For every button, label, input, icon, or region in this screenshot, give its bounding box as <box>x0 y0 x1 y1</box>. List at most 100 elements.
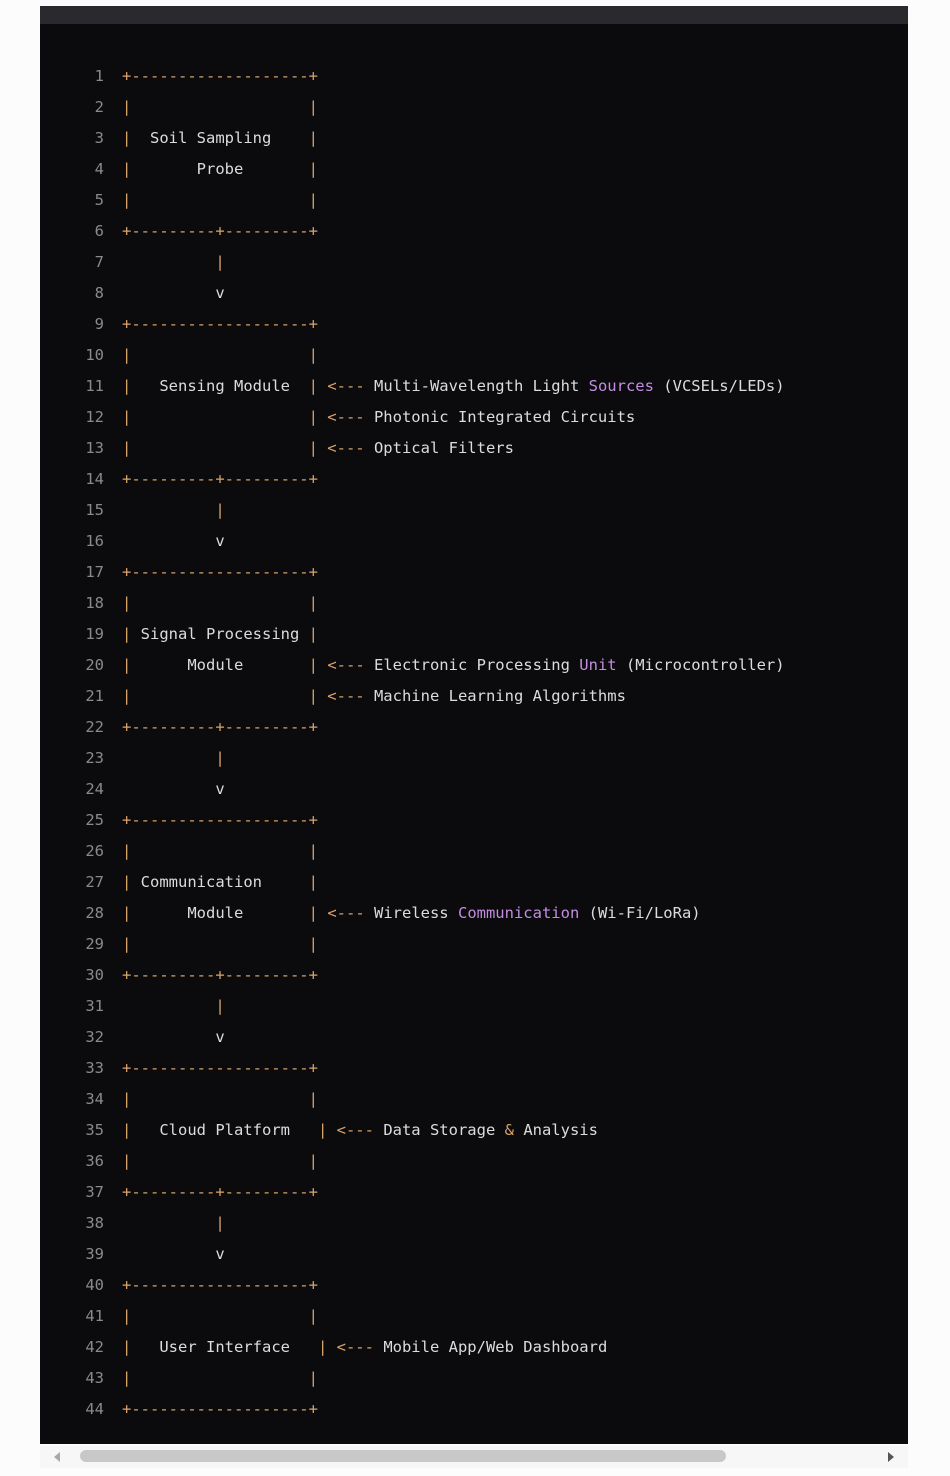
code-token: +-------------------+ <box>122 315 318 333</box>
line-number: 11 <box>85 377 104 395</box>
code-token: v <box>122 1245 225 1263</box>
code-block-header <box>40 6 908 24</box>
code-token: +---------+---------+ <box>122 470 318 488</box>
line-number: 41 <box>85 1307 104 1325</box>
line-number: 16 <box>85 532 104 550</box>
code-token: +---------+---------+ <box>122 222 318 240</box>
code-token: Cloud Platform <box>131 1121 318 1139</box>
code-token: | | <--- <box>122 439 365 457</box>
code-token: Machine Learning Algorithms <box>364 687 626 705</box>
line-number: 1 <box>94 67 104 85</box>
highlighted-token: Communication <box>457 904 580 922</box>
line-number: 15 <box>85 501 104 519</box>
code-token: | <box>122 501 225 519</box>
line-number: 43 <box>85 1369 104 1387</box>
code-text: v <box>122 531 224 551</box>
line-number: 39 <box>85 1245 104 1263</box>
code-text: +-------------------+ <box>122 1399 318 1419</box>
scroll-right-arrow-icon[interactable] <box>888 1452 894 1462</box>
code-text: | <box>122 1213 225 1233</box>
code-text: | | <box>122 1368 318 1388</box>
code-token: | <--- <box>317 1121 374 1139</box>
code-text: | | <box>122 1089 318 1109</box>
code-token: | | <box>122 1152 318 1170</box>
line-number: 31 <box>85 997 104 1015</box>
code-token: | <box>122 1121 132 1139</box>
code-token: | <box>308 129 318 147</box>
code-token: | <box>122 873 132 891</box>
code-text: | | <box>122 934 318 954</box>
line-number: 34 <box>85 1090 104 1108</box>
code-text: | Soil Sampling | <box>122 128 318 148</box>
scrollbar-thumb[interactable] <box>80 1450 726 1462</box>
line-number: 36 <box>85 1152 104 1170</box>
code-token: Communication <box>131 873 309 891</box>
code-token: +-------------------+ <box>122 1276 318 1294</box>
code-token: | | <box>122 98 318 116</box>
code-token: | <box>308 160 318 178</box>
code-text: +-------------------+ <box>122 314 318 334</box>
line-number: 32 <box>85 1028 104 1046</box>
code-text: | | <--- Machine Learning Algorithms <box>122 686 626 706</box>
code-token: v <box>122 284 225 302</box>
code-block: 1+-------------------+2| |3| Soil Sampli… <box>40 6 908 1444</box>
code-text: | | <box>122 1151 318 1171</box>
code-token: Module <box>131 656 309 674</box>
code-token: +-------------------+ <box>122 1400 318 1418</box>
line-number: 22 <box>85 718 104 736</box>
code-token: User Interface <box>131 1338 318 1356</box>
code-text: v <box>122 1027 224 1047</box>
code-text: +---------+---------+ <box>122 221 318 241</box>
code-text: | Module | <--- Wireless Communication (… <box>122 903 701 923</box>
scroll-left-arrow-icon[interactable] <box>54 1452 60 1462</box>
code-token: | | <box>122 935 318 953</box>
code-token: | <box>122 656 132 674</box>
code-text: v <box>122 283 225 303</box>
code-text: | | <box>122 1306 318 1326</box>
line-number: 27 <box>85 873 104 891</box>
line-number: 21 <box>85 687 104 705</box>
code-token: | <--- <box>317 1338 374 1356</box>
code-token: | | <box>122 346 318 364</box>
code-token: | <box>122 1338 132 1356</box>
line-number: 13 <box>85 439 104 457</box>
code-text: | | <box>122 841 318 861</box>
code-token: +-------------------+ <box>122 811 318 829</box>
line-number: 7 <box>94 253 104 271</box>
code-token: | <--- <box>308 656 365 674</box>
line-number: 28 <box>85 904 104 922</box>
code-lines: 1+-------------------+2| |3| Soil Sampli… <box>40 6 908 1444</box>
line-number: 24 <box>85 780 104 798</box>
code-text: | Sensing Module | <--- Multi-Wavelength… <box>122 376 785 396</box>
code-token: Electronic Processing <box>364 656 580 674</box>
code-token: Photonic Integrated Circuits <box>364 408 636 426</box>
code-text: | Communication | <box>122 872 318 892</box>
code-token: Wireless <box>364 904 458 922</box>
code-text: | | <box>122 190 318 210</box>
code-text: +---------+---------+ <box>122 965 318 985</box>
code-token: | <--- <box>308 904 365 922</box>
line-number: 35 <box>85 1121 104 1139</box>
code-token: Signal Processing <box>131 625 309 643</box>
code-token: | | <box>122 1090 318 1108</box>
line-number: 2 <box>94 98 104 116</box>
code-token: | | <--- <box>122 408 365 426</box>
code-token: Data Storage <box>373 1121 505 1139</box>
code-token: +---------+---------+ <box>122 1183 318 1201</box>
code-text: +-------------------+ <box>122 562 318 582</box>
code-token: +---------+---------+ <box>122 966 318 984</box>
code-token: | <box>308 873 318 891</box>
line-number: 33 <box>85 1059 104 1077</box>
horizontal-scrollbar[interactable] <box>40 1446 908 1468</box>
code-text: | <box>122 252 224 272</box>
code-token: | <box>122 1214 225 1232</box>
code-token: | | <box>122 842 318 860</box>
code-token: Mobile App/Web Dashboard <box>373 1338 608 1356</box>
highlighted-token: Unit <box>579 656 617 674</box>
code-token: | <box>122 749 225 767</box>
code-token: Sensing Module <box>131 377 309 395</box>
line-number: 5 <box>94 191 104 209</box>
code-token: & <box>504 1121 514 1139</box>
code-token: +-------------------+ <box>122 563 318 581</box>
line-number: 6 <box>94 222 104 240</box>
